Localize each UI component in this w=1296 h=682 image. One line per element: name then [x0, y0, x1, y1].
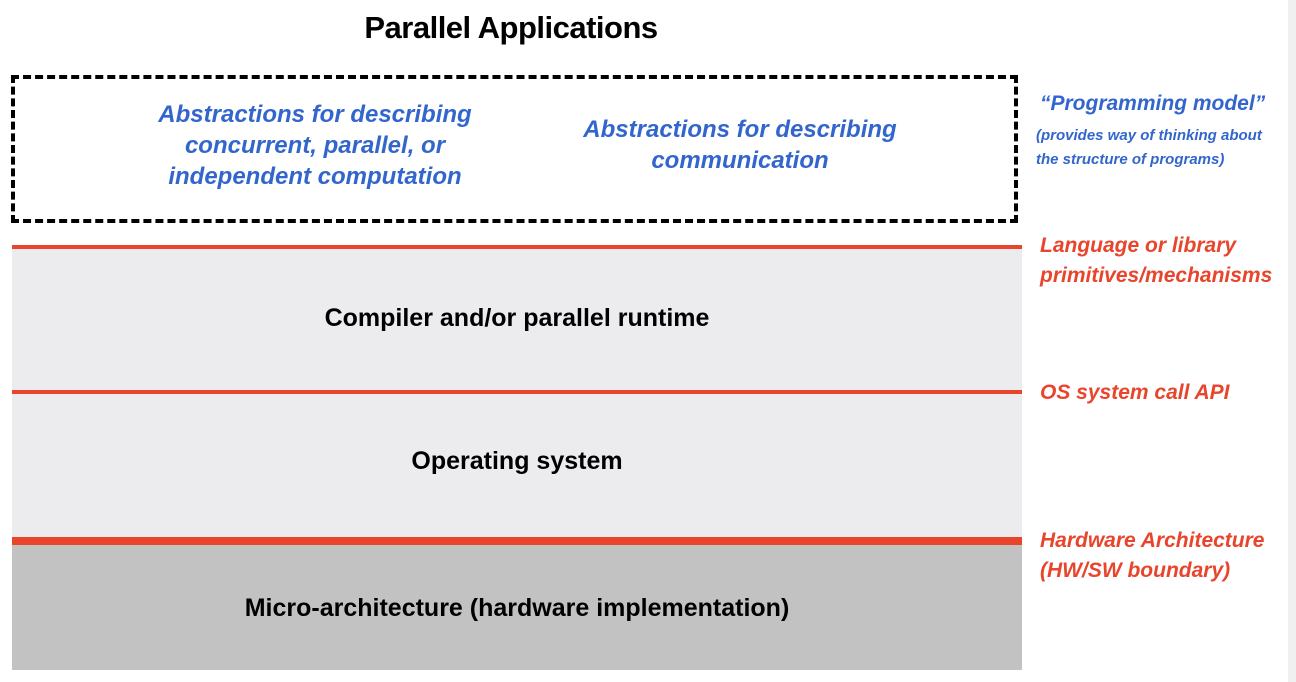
programming-model-description: (provides way of thinking about the stru…	[1036, 124, 1296, 172]
abstraction-communication-line-2: communication	[651, 147, 829, 174]
abstraction-computation-line-2: concurrent, parallel, or	[184, 132, 446, 159]
hardware-architecture-annotation: Hardware Architecture (HW/SW boundary)	[1040, 526, 1264, 586]
hw-sw-boundary-line	[12, 537, 1022, 545]
micro-architecture-label: Micro-architecture (hardware implementat…	[244, 594, 790, 622]
programming-model-label: “Programming model”	[1040, 92, 1266, 115]
language-primitives-line-2: primitives/mechanisms	[1040, 264, 1273, 287]
programming-model-box	[11, 75, 1018, 223]
abstraction-computation-text: Abstractions for describing concurrent, …	[130, 99, 500, 192]
micro-architecture-layer	[12, 540, 1022, 670]
programming-model-desc-line-1: (provides way of thinking about	[1036, 127, 1262, 144]
hardware-architecture-line-2: (HW/SW boundary)	[1040, 559, 1231, 582]
compiler-runtime-layer	[12, 247, 1022, 392]
hardware-architecture-line-1: Hardware Architecture	[1040, 529, 1265, 552]
language-primitives-line-1: Language or library	[1040, 234, 1237, 257]
operating-system-label: Operating system	[411, 447, 623, 475]
diagram-title: Parallel Applications	[364, 10, 658, 45]
abstraction-computation-line-1: Abstractions for describing	[158, 101, 472, 128]
operating-system-layer	[12, 392, 1022, 540]
language-boundary-line	[12, 245, 1022, 249]
right-edge-strip	[1288, 0, 1296, 682]
compiler-runtime-label: Compiler and/or parallel runtime	[324, 304, 710, 332]
abstraction-computation-line-3: independent computation	[168, 163, 462, 190]
programming-model-desc-line-2: the structure of programs)	[1036, 151, 1225, 168]
abstraction-communication-line-1: Abstractions for describing	[583, 116, 897, 143]
os-api-boundary-line	[12, 390, 1022, 394]
language-primitives-annotation: Language or library primitives/mechanism…	[1040, 231, 1272, 291]
abstraction-communication-text: Abstractions for describing communicatio…	[565, 114, 915, 176]
os-api-annotation: OS system call API	[1040, 381, 1230, 404]
